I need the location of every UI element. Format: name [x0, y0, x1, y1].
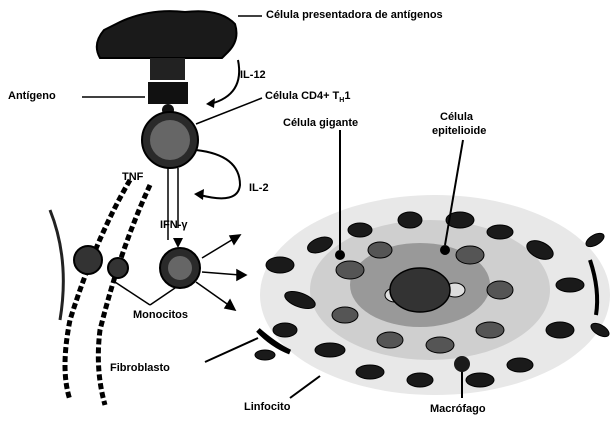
giant-cell: [390, 268, 450, 312]
antigen-label: Antígeno: [8, 91, 56, 102]
il2-label: IL-2: [249, 183, 269, 194]
giant-cell-label: Célula gigante: [283, 118, 358, 129]
macrophage-label: Macrófago: [430, 404, 486, 415]
monocyte-3-nucleus: [168, 256, 192, 280]
monocyte-leader-2: [150, 288, 175, 305]
giant-cell-dot: [335, 250, 345, 260]
fibroblast-leader: [205, 338, 258, 362]
ifn-arrowhead: [173, 238, 183, 248]
tcr-complex: [148, 82, 188, 104]
monocyte-1: [74, 246, 102, 274]
recruitment-arrows: [196, 235, 246, 310]
fibroblast-label: Fibroblasto: [110, 363, 170, 374]
ifn-label: IFN-γ: [160, 220, 188, 231]
monocytes-label: Monocitos: [133, 310, 188, 321]
il2-arrowhead: [194, 189, 204, 200]
epithelioid-dot: [440, 245, 450, 255]
cd4-leader: [196, 98, 262, 124]
blood-vessel-right: [50, 210, 63, 320]
monocyte-leader-1: [115, 282, 150, 305]
tnf-label: TNF: [122, 172, 143, 183]
il12-label: IL-12: [240, 70, 266, 81]
apc-stalk: [150, 58, 185, 80]
antigen-presenting-cell: [97, 11, 237, 58]
lymphocyte-leader: [290, 376, 320, 398]
cd4-nucleus: [150, 120, 190, 160]
lymphocyte-label: Linfocito: [244, 402, 290, 413]
monocyte-2: [108, 258, 128, 278]
il12-arrowhead: [206, 98, 215, 108]
epithelioid-label-line1: Célula: [440, 112, 473, 123]
il12-arrow: [210, 60, 239, 104]
epithelioid-label-line2: epitelioide: [432, 126, 486, 137]
cd4-label: Célula CD4+ TH1: [265, 91, 350, 104]
macrophage-dot: [454, 356, 470, 372]
apc-label: Célula presentadora de antígenos: [266, 10, 443, 21]
